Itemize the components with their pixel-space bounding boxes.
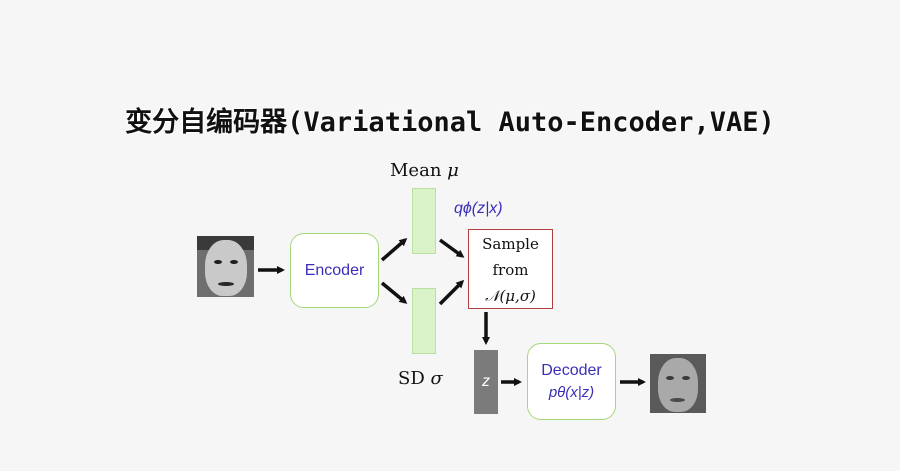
arrow-mean-to-sample (438, 238, 465, 258)
arrow-encoder-to-sd (380, 281, 408, 304)
sample-line-3: 𝒩(μ,σ) (485, 287, 536, 305)
z-label: z (482, 373, 490, 390)
sample-line-2: from (492, 261, 529, 279)
output-face-image (650, 354, 706, 413)
arrow-sd-to-sample (438, 279, 465, 306)
q-distribution-label: qϕ(z|x) (454, 200, 503, 217)
decoder-label: Decoder (541, 362, 602, 379)
encoder-box: Encoder (290, 233, 379, 308)
decoder-box: Decoder pθ(x|z) (527, 343, 616, 420)
mean-label: Mean μ (390, 160, 459, 181)
page-title: 变分自编码器(Variational Auto-Encoder,VAE) (125, 107, 775, 138)
sample-box: Sample from 𝒩(μ,σ) (468, 229, 553, 309)
input-face-image (197, 236, 254, 297)
mean-vector-bar (412, 188, 436, 254)
latent-z-box: z (474, 350, 498, 414)
sd-label: SD σ (398, 368, 443, 389)
arrow-encoder-to-mean (380, 238, 408, 262)
encoder-label: Encoder (304, 261, 365, 279)
sample-line-1: Sample (482, 235, 539, 253)
sd-vector-bar (412, 288, 436, 354)
p-distribution-label: pθ(x|z) (548, 384, 595, 401)
